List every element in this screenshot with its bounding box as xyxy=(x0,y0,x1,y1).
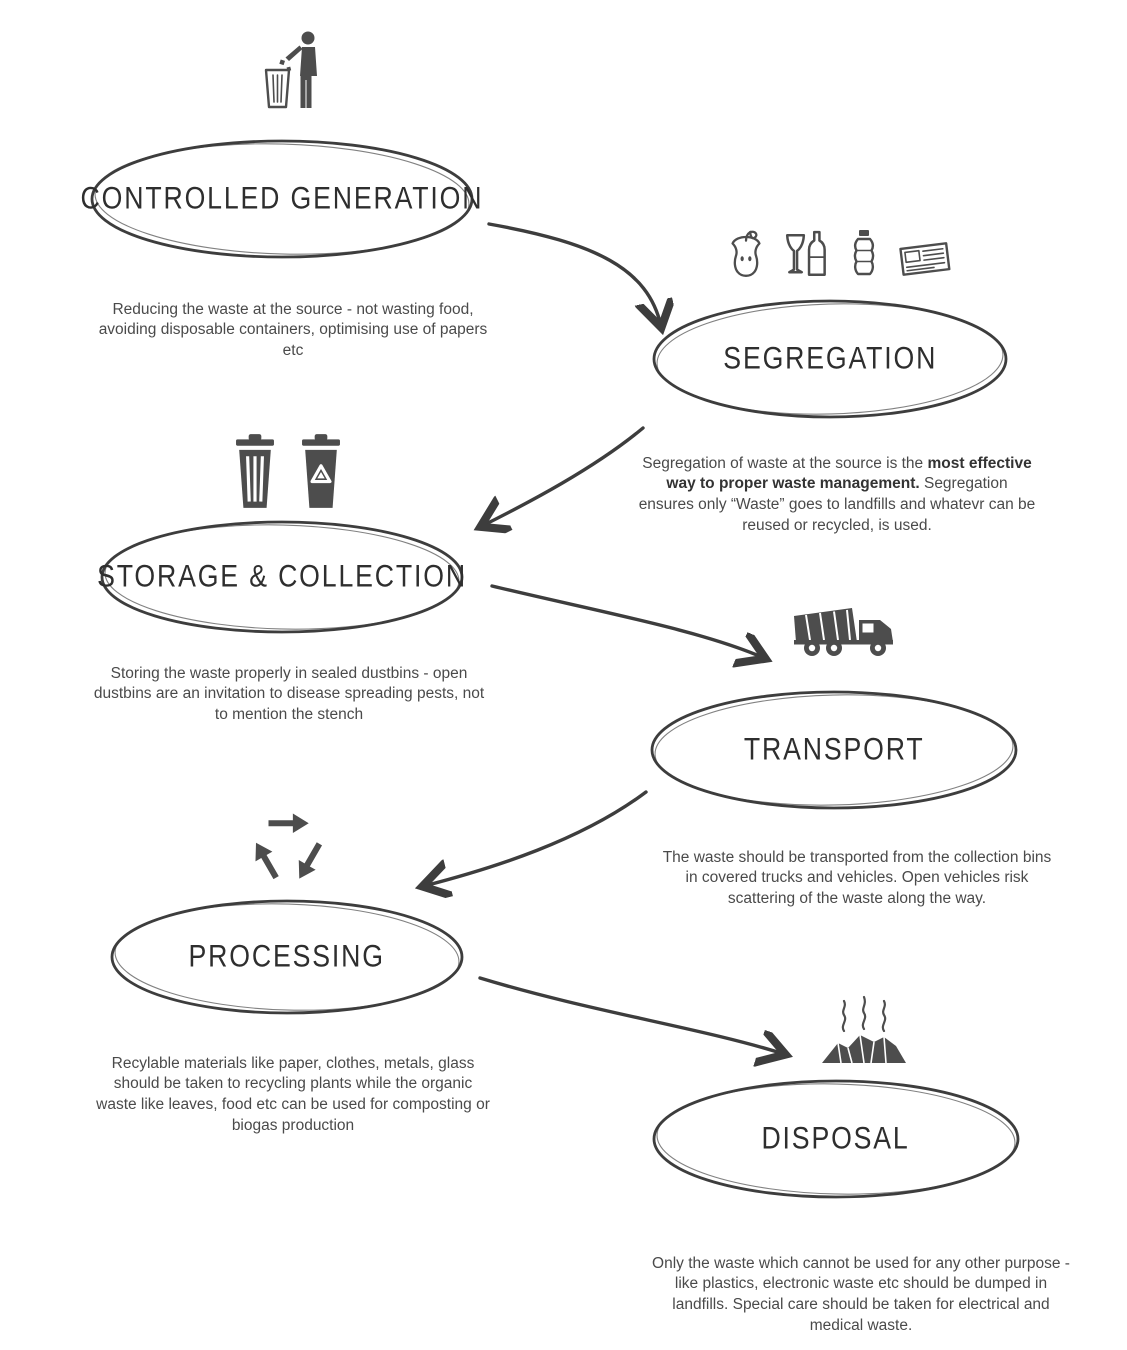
segregation-description-bold: most effective way to proper waste manag… xyxy=(666,454,1032,493)
stage-title-controlled-generation: CONTROLLED GENERATION xyxy=(80,181,484,216)
stage-title-storage-collection: STORAGE & COLLECTION xyxy=(97,559,467,594)
person-throwing-trash-icon xyxy=(258,24,336,114)
stage-ellipse-controlled-generation: CONTROLLED GENERATION xyxy=(81,137,482,261)
stage-ellipse-segregation: SEGREGATION xyxy=(650,297,1010,421)
flow-arrow-1 xyxy=(487,222,661,326)
apple-core-icon xyxy=(731,230,761,277)
stage-description-controlled-generation: Reducing the waste at the source - not w… xyxy=(98,300,488,360)
stage-ellipse-disposal: DISPOSAL xyxy=(650,1077,1022,1201)
stage-title-disposal: DISPOSAL xyxy=(761,1121,911,1156)
stage-title-segregation: SEGREGATION xyxy=(723,341,937,376)
recycle-bin-icon xyxy=(302,434,340,508)
flow-arrow-4 xyxy=(424,790,648,886)
stage-ellipse-transport: TRANSPORT xyxy=(648,688,1020,812)
recycle-symbol-icon xyxy=(247,806,329,886)
water-bottle-icon xyxy=(853,230,875,276)
stage-description-processing: Recylable materials like paper, clothes,… xyxy=(96,1054,490,1134)
storage-bins-icons xyxy=(224,428,352,510)
stage-ellipse-storage-collection: STORAGE & COLLECTION xyxy=(97,518,467,636)
flow-arrow-2 xyxy=(482,426,645,526)
stage-description-storage-collection: Storing the waste properly in sealed dus… xyxy=(93,664,485,724)
segregation-icons xyxy=(714,224,964,280)
segregation-description-post: Segregation ensures only “Waste” goes to… xyxy=(638,475,1036,534)
flow-arrow-3 xyxy=(490,584,764,658)
stage-description-segregation: Segregation of waste at the source is th… xyxy=(637,454,1037,537)
stage-title-transport: TRANSPORT xyxy=(743,732,925,767)
landfill-smell-icon xyxy=(812,985,916,1067)
wine-glass-and-bottle-icon xyxy=(785,230,826,277)
segregation-description-pre: Segregation of waste at the source is th… xyxy=(642,454,928,472)
garbage-truck-icon xyxy=(788,600,906,658)
stage-description-disposal: Only the waste which cannot be used for … xyxy=(652,1254,1070,1334)
stage-ellipse-processing: PROCESSING xyxy=(108,897,466,1017)
newspaper-icon xyxy=(899,242,951,276)
stage-title-processing: PROCESSING xyxy=(188,939,386,974)
stage-description-transport: The waste should be transported from the… xyxy=(662,848,1052,908)
flow-arrow-5 xyxy=(478,976,784,1054)
trash-bin-icon xyxy=(236,434,274,508)
